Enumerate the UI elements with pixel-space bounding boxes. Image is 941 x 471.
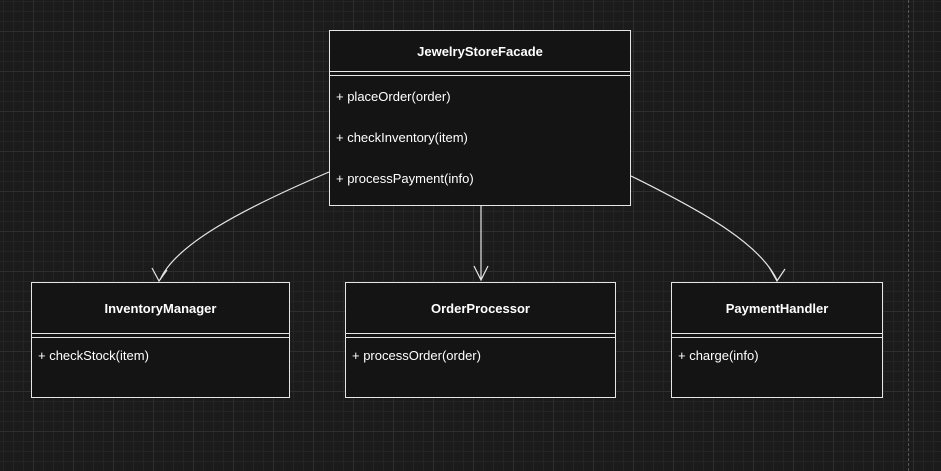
attributes-compartment: [32, 334, 289, 338]
attributes-compartment: [330, 72, 630, 76]
method-place-order: + placeOrder(order): [336, 89, 451, 104]
page-boundary-guide: [908, 0, 909, 471]
class-jewelry-store-facade[interactable]: JewelryStoreFacade + placeOrder(order) +…: [329, 30, 631, 206]
arrowhead-order: [473, 265, 489, 282]
arrowhead-inventory: [151, 267, 168, 283]
relation-facade-to-payment: [630, 175, 778, 281]
method-check-inventory: + checkInventory(item): [336, 130, 468, 145]
class-name: OrderProcessor: [346, 283, 615, 334]
class-name: InventoryManager: [32, 283, 289, 334]
class-name: PaymentHandler: [672, 283, 882, 334]
method-charge: + charge(info): [678, 348, 759, 363]
method-process-payment: + processPayment(info): [336, 171, 474, 186]
attributes-compartment: [672, 334, 882, 338]
method-process-order: + processOrder(order): [352, 348, 481, 363]
class-name: JewelryStoreFacade: [330, 31, 630, 72]
attributes-compartment: [346, 334, 615, 338]
method-check-stock: + checkStock(item): [38, 348, 149, 363]
class-payment-handler[interactable]: PaymentHandler + charge(info): [671, 282, 883, 398]
arrowhead-payment: [768, 266, 786, 283]
relation-facade-to-inventory: [159, 171, 330, 281]
class-inventory-manager[interactable]: InventoryManager + checkStock(item): [31, 282, 290, 398]
methods-compartment: + placeOrder(order) + checkInventory(ite…: [330, 76, 630, 199]
class-order-processor[interactable]: OrderProcessor + processOrder(order): [345, 282, 616, 398]
